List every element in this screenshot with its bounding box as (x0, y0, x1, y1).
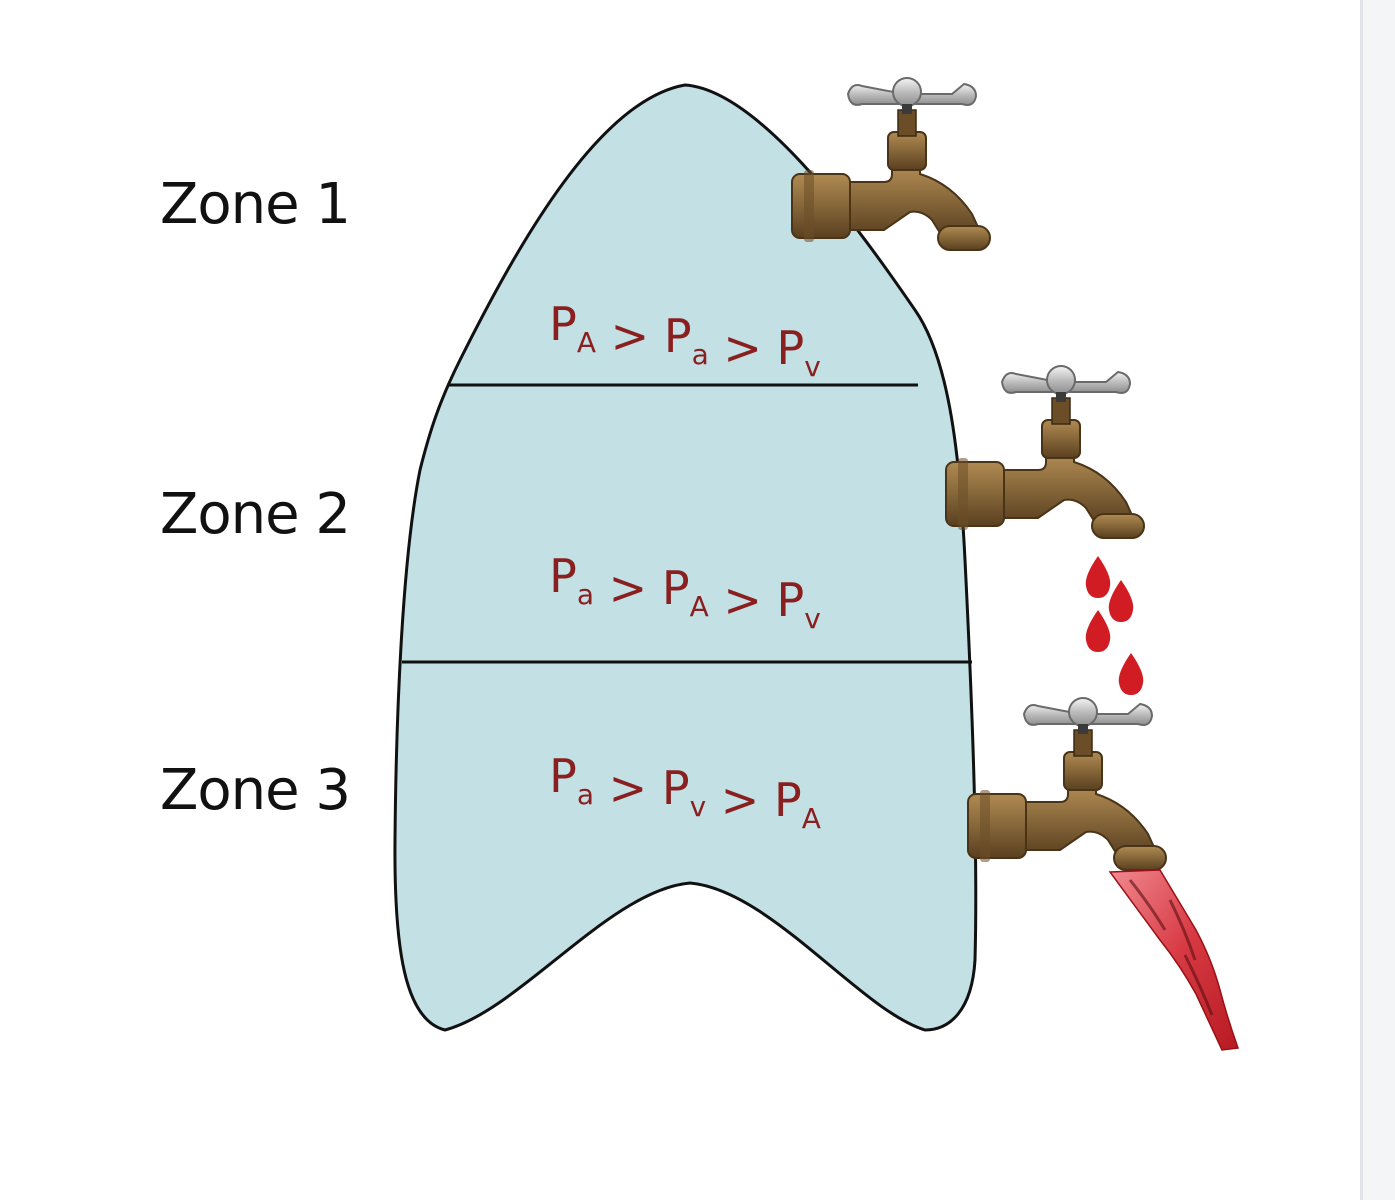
zone-1-pressure-relation: PA > Pa > Pv (549, 297, 821, 383)
zone-3-pressure-relation: Pa > Pv > PA (549, 749, 821, 835)
blood-drop-icon (1085, 556, 1111, 598)
faucet-icon (945, 365, 1145, 539)
blood-drop-icon (1108, 580, 1134, 622)
zone-3-label: Zone 3 (160, 758, 351, 823)
faucet-icon (791, 77, 991, 251)
zone-2-pressure-relation: Pa > PA > Pv (549, 549, 821, 635)
blood-drop-icon (1118, 653, 1144, 695)
zone-1-label: Zone 1 (160, 172, 351, 237)
lung-outline (393, 83, 978, 1032)
blood-drop-icon (1085, 610, 1111, 652)
right-scrollbar-rail[interactable] (1360, 0, 1395, 1200)
zone-2-label: Zone 2 (160, 482, 351, 547)
blood-stream-texture (1128, 879, 1214, 1016)
faucet-icon (967, 697, 1167, 871)
blood-stream-icon (1108, 869, 1240, 1051)
blood-drops (1085, 556, 1144, 695)
